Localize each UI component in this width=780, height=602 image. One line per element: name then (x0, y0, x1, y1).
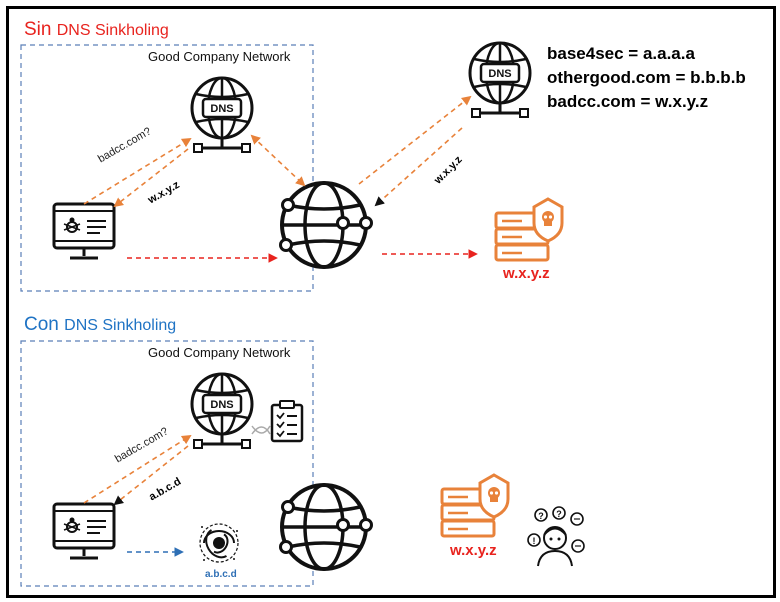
svg-text:?: ? (538, 511, 544, 521)
infected-computer-icon (52, 202, 116, 260)
svg-text:?: ? (556, 509, 562, 519)
dns-records: base4sec = a.a.a.a othergood.com = b.b.b… (547, 42, 746, 114)
dns-label: DNS (210, 399, 233, 411)
dns-server-icon (190, 76, 254, 154)
server-ip-bottom: w.x.y.z (450, 542, 497, 559)
internet-globe-icon (278, 483, 374, 571)
answer-arrow (113, 445, 189, 506)
dns-server-icon (468, 41, 532, 119)
internet-globe-icon (278, 181, 374, 269)
query-arrow (83, 434, 192, 504)
internet-to-dns-arrow (358, 95, 472, 185)
malicious-server-icon (494, 197, 564, 262)
query-arrow (83, 137, 192, 205)
answer-arrow (113, 148, 189, 208)
network-label-top: Good Company Network (148, 49, 291, 64)
section-title-with: Con DNS Sinkholing (24, 314, 177, 335)
dns-server-icon (190, 372, 254, 450)
server-ip-top: w.x.y.z (503, 265, 550, 282)
sinkhole-icon (199, 523, 239, 563)
section-title-without: Sin DNS Sinkholing (24, 19, 169, 40)
network-boundary-bottom (20, 340, 314, 587)
confused-user-icon: ? ? ! (527, 506, 585, 567)
network-boundary-top (20, 44, 314, 292)
network-label-bottom: Good Company Network (148, 345, 291, 360)
sinkhole-list-icon (251, 400, 304, 443)
dns-label: DNS (210, 103, 233, 115)
malicious-server-icon (440, 473, 510, 538)
dns-record: othergood.com = b.b.b.b (547, 68, 746, 87)
infected-computer-icon (52, 502, 116, 560)
dns-label: DNS (488, 68, 511, 80)
dns-to-internet-arrow (250, 134, 306, 187)
external-answer-arrow (374, 127, 463, 207)
svg-text:!: ! (533, 536, 536, 546)
dns-record: badcc.com = w.x.y.z (547, 92, 709, 111)
dns-record: base4sec = a.a.a.a (547, 44, 695, 63)
sinkhole-ip: a.b.c.d (205, 569, 237, 580)
diagram-frame (6, 6, 776, 598)
